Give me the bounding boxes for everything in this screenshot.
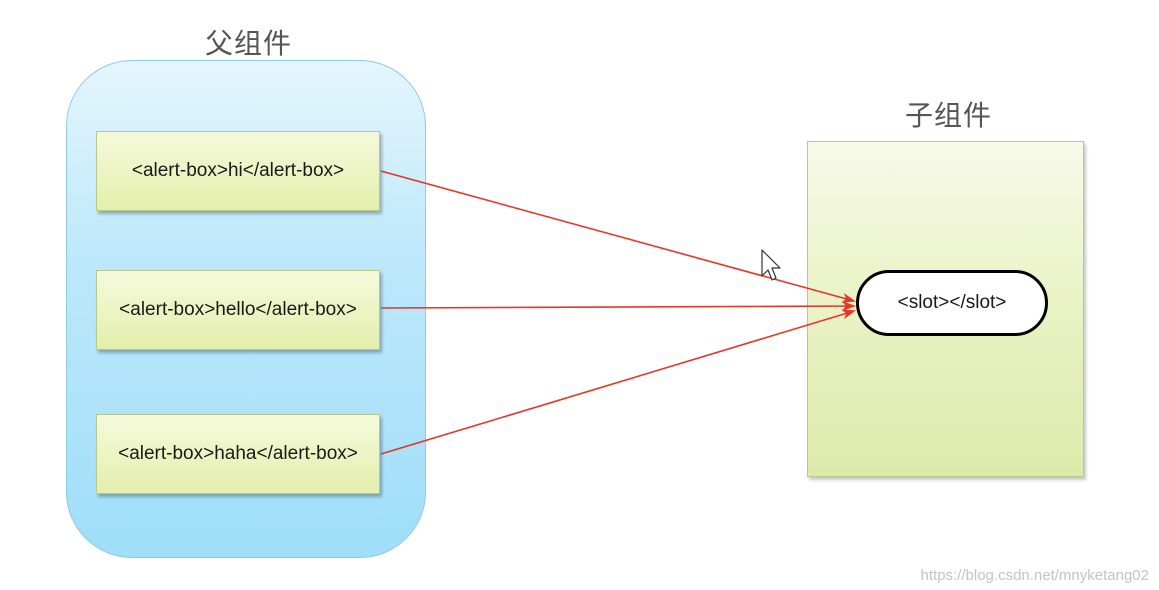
slot-node: <slot></slot> — [856, 270, 1048, 336]
arrow-hi-to-slot — [380, 170, 856, 303]
parent-component-title: 父组件 — [205, 27, 293, 60]
arrow-haha-to-slot — [380, 309, 856, 455]
child-component-title: 子组件 — [905, 99, 993, 132]
alert-box-hello: <alert-box>hello</alert-box> — [96, 270, 380, 350]
arrow-hello-to-slot — [380, 301, 856, 312]
alert-box-haha: <alert-box>haha</alert-box> — [96, 414, 380, 494]
alert-box-hi: <alert-box>hi</alert-box> — [96, 131, 380, 211]
watermark: https://blog.csdn.net/mnyketang02 — [920, 567, 1149, 584]
